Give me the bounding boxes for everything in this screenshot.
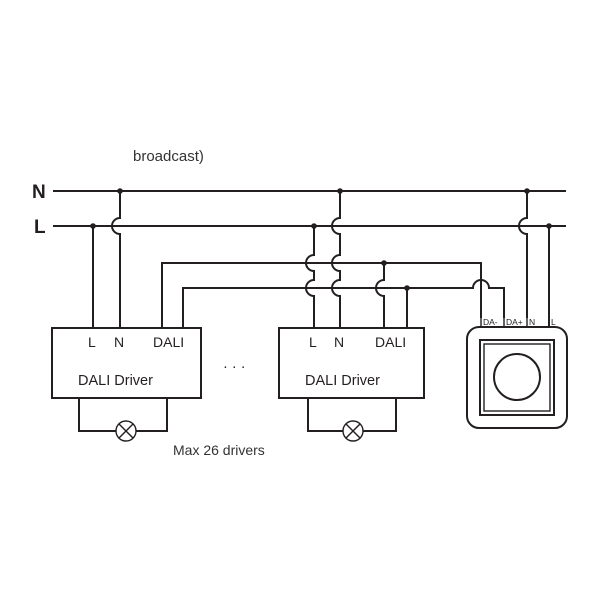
driver-2-dali-wire-1 xyxy=(375,263,385,328)
driver-1-name: DALI Driver xyxy=(78,373,153,389)
driver-1-neutral-wire xyxy=(111,191,121,328)
driver-2-load-wire xyxy=(307,398,397,432)
driver-1-terminal-dali: DALI xyxy=(153,334,184,350)
more-drivers-ellipsis: · · · xyxy=(223,359,246,375)
driver-2-name: DALI Driver xyxy=(305,373,380,389)
driver-2-terminal-n: N xyxy=(334,334,344,350)
driver-2-box xyxy=(278,327,425,399)
controller-inner-frame xyxy=(479,339,555,416)
driver-1-terminal-l: L xyxy=(88,334,96,350)
controller-terminal-l: L xyxy=(551,317,556,327)
junction-dot xyxy=(90,223,96,229)
junction-dot xyxy=(337,188,343,194)
driver-1-wiring xyxy=(90,188,123,328)
driver-1-load-wire xyxy=(78,398,168,432)
driver-2-neutral-wire xyxy=(331,191,341,328)
controller-face-plate xyxy=(483,343,551,412)
driver-2-terminal-dali: DALI xyxy=(375,334,406,350)
controller-terminal-n: N xyxy=(529,317,535,327)
junction-dot xyxy=(311,223,317,229)
title-text: broadcast) xyxy=(133,148,204,165)
max-drivers-caption: Max 26 drivers xyxy=(173,442,265,458)
driver-2: L N DALI DALI Driver xyxy=(278,327,425,442)
junction-dot xyxy=(404,285,410,291)
junction-dot xyxy=(546,223,552,229)
controller-terminal-da-plus: DA+ xyxy=(506,317,523,327)
dali-dimmer-controller: DA- DA+ N L xyxy=(466,317,568,429)
junction-dot xyxy=(524,188,530,194)
driver-1-terminal-n: N xyxy=(114,334,124,350)
driver-2-terminal-l: L xyxy=(309,334,317,350)
driver-1-box xyxy=(51,327,202,399)
live-bus-label: L xyxy=(34,217,46,238)
driver-1-lamp-icon xyxy=(115,420,137,442)
controller-outer-frame xyxy=(466,326,568,429)
neutral-bus-label: N xyxy=(32,182,46,203)
controller-wiring xyxy=(466,188,552,326)
controller-terminal-da-minus: DA- xyxy=(483,317,498,327)
junction-dot xyxy=(381,260,387,266)
dali-bus-upper xyxy=(161,262,482,328)
driver-2-lamp-icon xyxy=(342,420,364,442)
driver-2-live-wire xyxy=(305,226,315,328)
dali-bus-lower xyxy=(182,287,505,328)
rotary-knob-icon xyxy=(493,353,541,401)
driver-1: L N DALI DALI Driver xyxy=(51,327,202,442)
driver-2-wiring xyxy=(305,188,410,328)
junction-dot xyxy=(117,188,123,194)
controller-neutral-wire xyxy=(518,191,528,318)
